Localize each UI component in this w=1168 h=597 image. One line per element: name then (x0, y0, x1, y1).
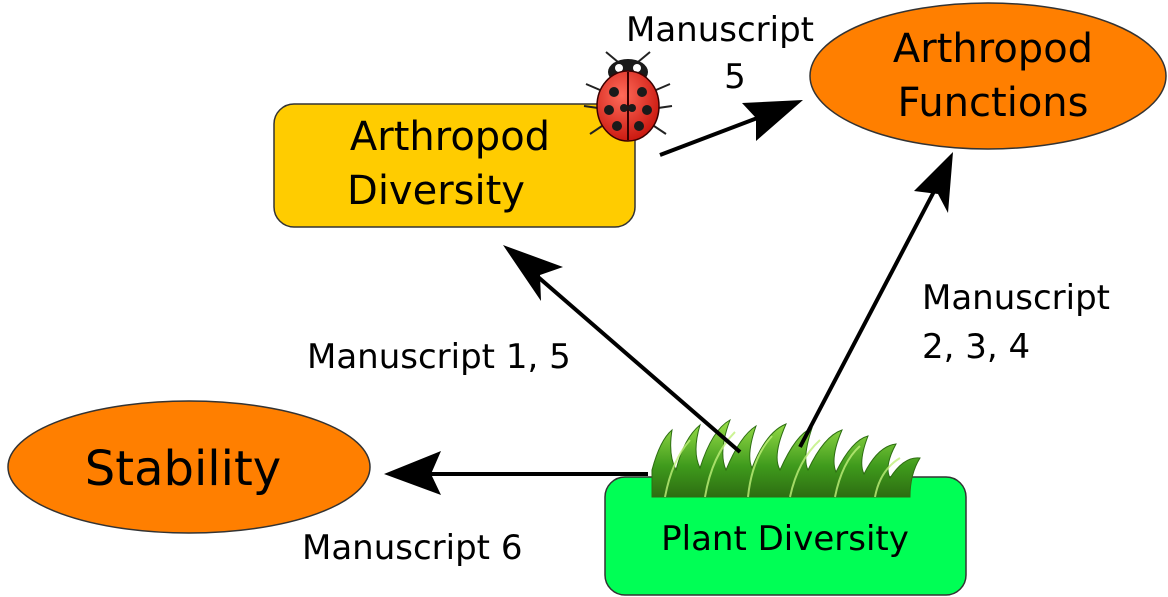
stability-label: Stability (85, 441, 281, 497)
edge-label-diversity-to-functions-line2: 5 (724, 57, 746, 97)
arthropod-functions-node: Arthropod Functions (809, 2, 1167, 150)
plant-diversity-node: Plant Diversity (604, 476, 967, 596)
edge-label-plant-to-arthropod-functions-line2: 2, 3, 4 (922, 327, 1030, 367)
edge-label-plant-to-stability: Manuscript 6 (302, 528, 522, 568)
arrow-plant-to-arthropod-diversity (503, 245, 742, 454)
grass-icon (651, 418, 921, 498)
edge-label-diversity-to-functions-line1: Manuscript (626, 10, 814, 50)
arthropod-diversity-label-line2: Diversity (347, 168, 525, 214)
arthropod-diversity-node: Arthropod Diversity (273, 103, 636, 228)
arrow-plant-to-arthropod-functions (798, 152, 953, 448)
arthropod-functions-label-line1: Arthropod (893, 26, 1093, 72)
ladybug-icon (583, 51, 673, 142)
arrow-plant-to-stability (384, 451, 648, 495)
arthropod-functions-label-line2: Functions (898, 80, 1089, 126)
edge-label-plant-to-arthropod-diversity: Manuscript 1, 5 (307, 337, 571, 377)
stability-node: Stability (7, 400, 371, 534)
plant-diversity-label: Plant Diversity (661, 519, 909, 559)
edge-label-plant-to-arthropod-functions-line1: Manuscript (922, 278, 1110, 318)
arthropod-diversity-label-line1: Arthropod (350, 114, 550, 160)
arrow-diversity-to-functions (659, 100, 803, 157)
